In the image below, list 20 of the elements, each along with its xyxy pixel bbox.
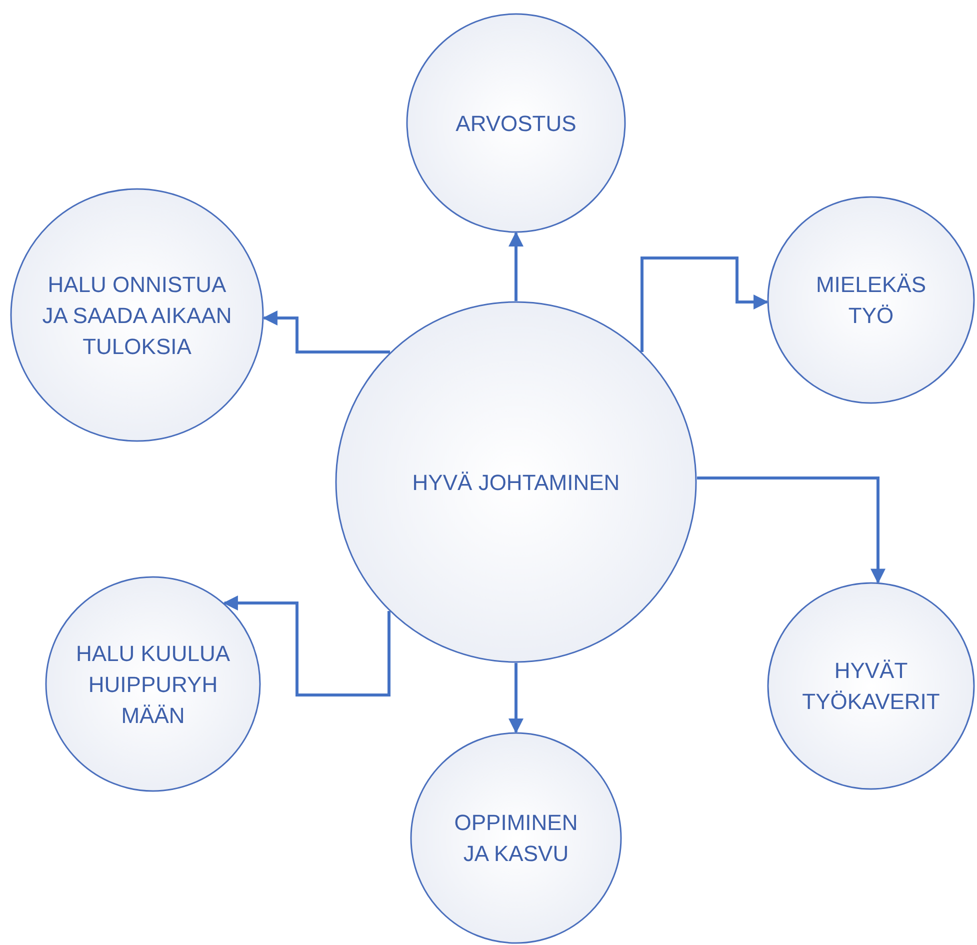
- circle-node: [406, 13, 626, 233]
- circle-node: [45, 576, 261, 792]
- arrow: [508, 232, 524, 301]
- node-label: HALU KUULUA HUIPPURYH MÄÄN: [74, 640, 232, 730]
- arrow: [508, 663, 524, 734]
- node-label: OPPIMINEN JA KASVU: [453, 809, 579, 868]
- circle-node: [10, 188, 264, 442]
- node-label: HYVÄT TYÖKAVERIT: [801, 657, 941, 716]
- node-label: MIELEKÄS TYÖ: [814, 271, 928, 330]
- node-label: HALU ONNISTUA JA SAADA AIKAAN TULOKSIA: [41, 270, 233, 360]
- circle-node: [767, 582, 975, 790]
- circle-node: [767, 196, 975, 404]
- arrow: [262, 310, 390, 354]
- circle-node: [335, 301, 697, 663]
- node-label: ARVOSTUS: [454, 110, 578, 138]
- arrow: [222, 596, 390, 696]
- node-label: HYVÄ JOHTAMINEN: [411, 468, 621, 496]
- arrow: [640, 256, 769, 352]
- circle-node: [410, 732, 622, 944]
- arrow: [696, 476, 886, 584]
